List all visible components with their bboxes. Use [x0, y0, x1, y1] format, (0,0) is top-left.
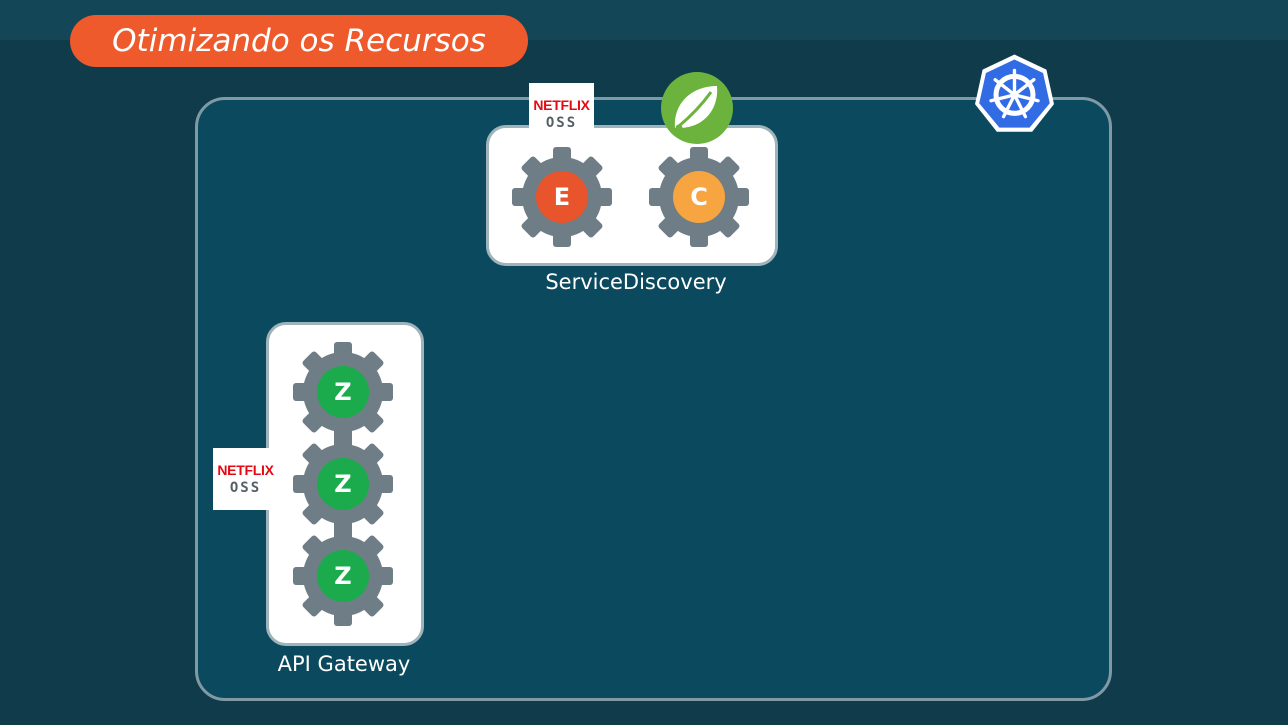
zuul-gear-letter: Z — [334, 378, 351, 406]
netflix-oss-logo-gateway: NETFLIX OSS — [213, 448, 278, 510]
config-gear-letter: C — [690, 183, 708, 211]
spring-leaf-icon — [661, 72, 733, 144]
kubernetes-icon — [975, 54, 1054, 132]
api-gateway-caption: API Gateway — [277, 652, 411, 676]
netflix-oss-logo: NETFLIX OSS — [529, 83, 594, 145]
eureka-gear-letter: E — [554, 183, 570, 211]
zuul-gear-icon: Z — [293, 526, 393, 626]
eureka-gear-icon: E — [512, 147, 612, 247]
zuul-gear-icon: Z — [293, 434, 393, 534]
service-discovery-caption: ServiceDiscovery — [545, 270, 727, 294]
slide-title: Otimizando os Recursos — [70, 15, 528, 67]
netflix-logo-text: NETFLIX — [217, 461, 274, 478]
config-gear-icon: C — [649, 147, 749, 247]
netflix-logo-text: NETFLIX — [533, 96, 590, 113]
oss-logo-text: OSS — [229, 479, 262, 496]
zuul-gear-letter: Z — [334, 562, 351, 590]
zuul-gear-letter: Z — [334, 470, 351, 498]
oss-logo-text: OSS — [545, 114, 578, 131]
zuul-gear-icon: Z — [293, 342, 393, 442]
